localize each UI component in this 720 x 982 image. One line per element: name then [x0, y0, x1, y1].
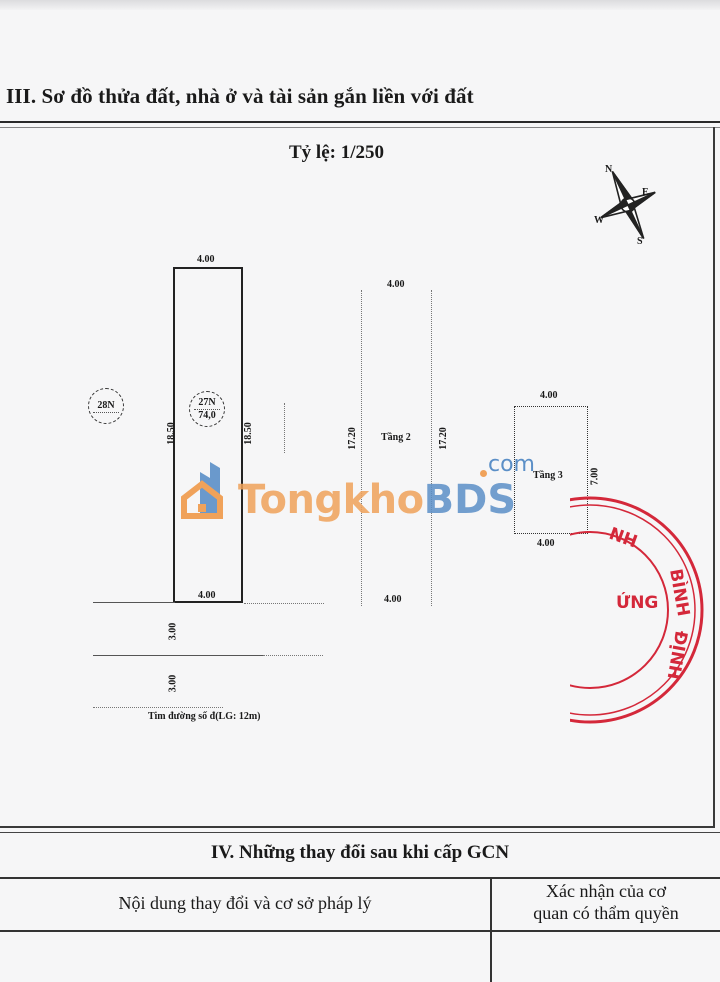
- scan-top-edge: [0, 0, 720, 10]
- floor3-right-length: 7.00: [589, 467, 601, 486]
- compass-e: E: [642, 187, 649, 198]
- scale-label: Tỷ lệ: 1/250: [289, 142, 384, 163]
- section-4-title: IV. Những thay đổi sau khi cấp GCN: [210, 842, 510, 863]
- table-header-changes: Nội dung thay đổi và cơ sở pháp lý: [118, 893, 372, 913]
- badge-divider: [194, 408, 220, 410]
- floor3-top-width: 4.00: [540, 390, 558, 401]
- badge-divider: [93, 411, 119, 413]
- divider: [0, 127, 720, 128]
- setback-1: 3.00: [167, 622, 179, 641]
- parcel-id: 27N: [198, 396, 216, 408]
- sidewalk-line: [93, 655, 263, 656]
- compass-s: S: [637, 236, 643, 247]
- section-3-title: III. Sơ đồ thửa đất, nhà ở và tài sản gắ…: [6, 84, 474, 108]
- road-centerline: [93, 707, 223, 708]
- svg-text:BÌNH: BÌNH: [665, 567, 695, 618]
- header-line1: Xác nhận của cơ: [546, 881, 666, 901]
- watermark-dot: [480, 470, 487, 477]
- floor2-bottom-width: 4.00: [384, 594, 402, 605]
- frame-border: [0, 826, 715, 828]
- floor2-left-edge: [361, 290, 362, 606]
- divider: [0, 832, 720, 833]
- table-header-confirmation: Xác nhận của cơ quan có thẩm quyền: [492, 880, 720, 924]
- svg-text:ĐỊNH: ĐỊNH: [663, 629, 691, 681]
- watermark-part2: BDS: [423, 477, 517, 523]
- floor3-outline: [514, 406, 588, 534]
- compass-rose-icon: N E W S: [588, 160, 668, 250]
- svg-text:ỨNG: ỨNG: [616, 591, 658, 613]
- floor2-right-length: 17.20: [437, 427, 449, 450]
- road-label: Tim đường số đ(LG: 12m): [148, 711, 261, 722]
- lot-front-line-dotted: [244, 603, 324, 604]
- official-seal-stamp: NH ỨNG BÌNH ĐỊNH: [570, 490, 720, 730]
- table-border: [0, 930, 720, 932]
- neighbor-parcel-badge: 28N: [88, 388, 124, 424]
- parcel-top-width: 4.00: [197, 254, 215, 265]
- lot-front-line: [93, 602, 175, 603]
- floor3-bottom-width: 4.00: [537, 538, 555, 549]
- watermark-part1: Tongkho: [238, 477, 424, 523]
- header-line2: quan có thẩm quyền: [533, 903, 679, 923]
- sidewalk-line-dotted: [263, 655, 323, 656]
- watermark-logo-icon: [180, 458, 232, 525]
- floor2-right-edge: [431, 290, 432, 606]
- floor2-top-width: 4.00: [387, 279, 405, 290]
- land-parcel-outline: [173, 267, 243, 603]
- parcel-bottom-width: 4.00: [198, 590, 216, 601]
- svg-text:NH: NH: [606, 524, 640, 553]
- neighbor-id: 28N: [97, 399, 115, 411]
- divider: [0, 121, 720, 123]
- floor2-label: Tầng 2: [381, 432, 411, 443]
- parcel-right-length: 18.50: [242, 422, 254, 445]
- parcel-id-badge: 27N 74,0: [189, 391, 225, 427]
- floor2-left-length: 17.20: [346, 427, 358, 450]
- compass-n: N: [605, 164, 613, 175]
- table-column-divider: [490, 877, 492, 982]
- table-border: [0, 877, 720, 879]
- watermark-com: com: [488, 452, 535, 477]
- floor3-label: Tầng 3: [533, 470, 563, 481]
- marker-line: [284, 403, 285, 453]
- parcel-area: 74,0: [198, 409, 216, 421]
- parcel-left-length: 18.50: [165, 422, 177, 445]
- frame-border: [713, 127, 715, 827]
- compass-w: W: [594, 215, 604, 226]
- setback-2: 3.00: [167, 674, 179, 693]
